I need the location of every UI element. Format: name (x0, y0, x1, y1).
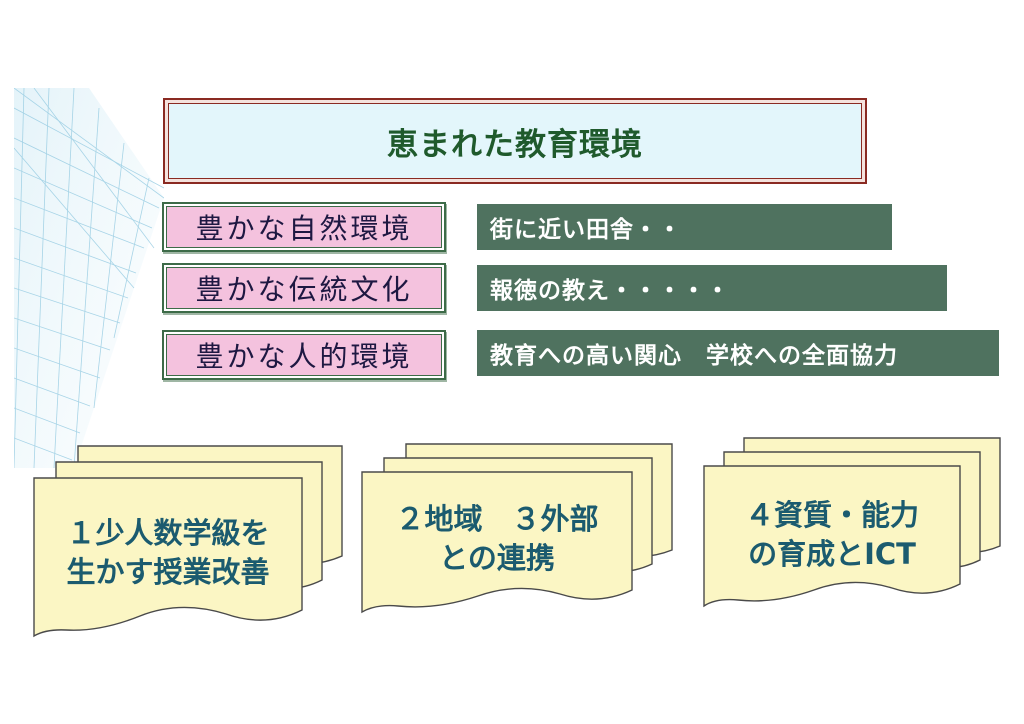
label-text: 豊かな自然環境 (195, 212, 413, 245)
card-text: ４資質・能力 の育成とICT (706, 496, 958, 573)
detail-text: 報徳の教え・・・・・ (490, 278, 730, 304)
stacked-pages-icon (361, 443, 673, 614)
stacked-pages-icon (703, 437, 1001, 608)
detail-bar-human-environment: 教育への高い関心 学校への全面協力 (477, 330, 999, 376)
card-line-1: ４資質・能力 (744, 498, 919, 532)
card-text: １少人数学級を 生かす授業改善 (36, 514, 300, 591)
label-text: 豊かな伝統文化 (195, 273, 413, 306)
detail-bar-traditional-culture: 報徳の教え・・・・・ (477, 265, 947, 311)
card-line-2: 生かす授業改善 (66, 554, 270, 589)
label-traditional-culture: 豊かな伝統文化 (162, 263, 446, 313)
label-natural-environment: 豊かな自然環境 (162, 202, 446, 252)
detail-text: 街に近い田舎・・ (490, 217, 682, 243)
card-stack-community: ２地域 ３外部 との連携 (360, 440, 680, 620)
card-line-2: の育成とICT (748, 536, 916, 571)
card-line-1: ２地域 ３外部 (395, 502, 599, 536)
card-stack-competency: ４資質・能力 の育成とICT (702, 434, 1006, 614)
card-line-2: との連携 (439, 540, 555, 575)
page-title: 恵まれた教育環境 (387, 126, 643, 163)
detail-text: 教育への高い関心 学校への全面協力 (490, 343, 898, 369)
card-line-1: １少人数学級を (66, 516, 270, 550)
detail-bar-natural-environment: 街に近い田舎・・ (477, 204, 892, 250)
card-stack-small-class: １少人数学級を 生かす授業改善 (30, 440, 350, 650)
decorative-wireframe (14, 88, 164, 468)
label-text: 豊かな人的環境 (195, 340, 413, 373)
title-box: 恵まれた教育環境 (163, 98, 867, 184)
card-text: ２地域 ３外部 との連携 (364, 500, 630, 577)
label-human-environment: 豊かな人的環境 (162, 330, 446, 380)
stacked-pages-icon (33, 445, 343, 638)
